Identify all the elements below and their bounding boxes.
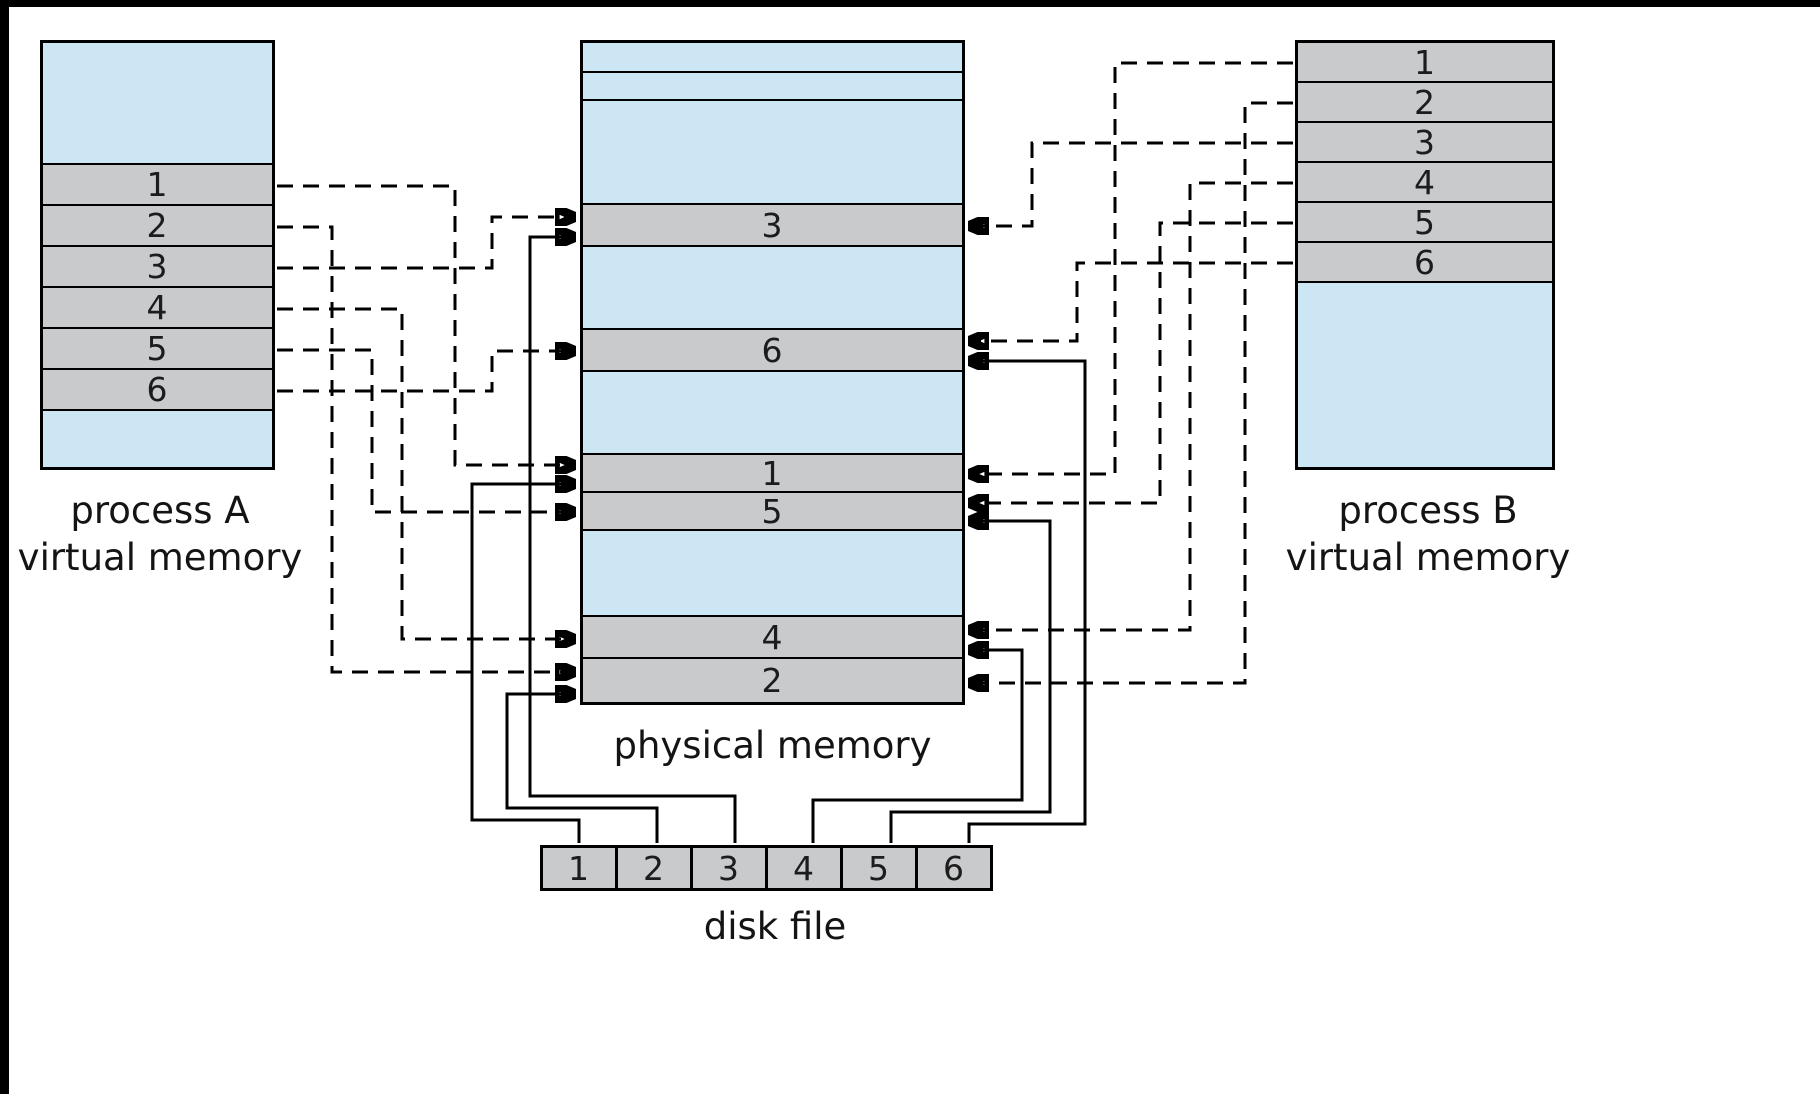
disk-block-3: 3 xyxy=(690,845,768,891)
physical-frame-6: 6 xyxy=(583,330,962,372)
line-disk-block1-to-frame1 xyxy=(470,484,581,843)
physical-frame-4-label: 4 xyxy=(761,617,784,657)
process-a-page-3-label: 3 xyxy=(146,247,169,286)
process-b-free-region xyxy=(1298,283,1552,467)
arrow-processB-page6-to-frame6 xyxy=(970,261,1293,341)
frame-border-left xyxy=(0,0,9,1094)
disk-block-1: 1 xyxy=(540,845,618,891)
process-a-free-region-bottom xyxy=(43,411,272,467)
process-b-page-5-label: 5 xyxy=(1414,202,1436,242)
process-a-memory-box: 1 2 3 4 5 6 xyxy=(40,40,275,470)
process-a-page-3: 3 xyxy=(43,247,272,288)
physical-free-region-3 xyxy=(583,101,962,205)
process-b-page-6: 6 xyxy=(1298,243,1552,283)
process-a-page-4-label: 4 xyxy=(146,288,169,327)
physical-frame-2: 2 xyxy=(583,659,962,702)
process-a-page-6: 6 xyxy=(43,370,272,411)
physical-free-region-1 xyxy=(583,43,962,73)
disk-block-3-label: 3 xyxy=(718,848,740,888)
physical-frame-1: 1 xyxy=(583,453,962,493)
disk-block-4: 4 xyxy=(765,845,843,891)
process-a-page-5: 5 xyxy=(43,329,272,370)
disk-file-caption: disk file xyxy=(610,903,940,950)
process-b-page-3: 3 xyxy=(1298,123,1552,163)
physical-frame-1-label: 1 xyxy=(761,453,784,493)
arrow-processA-page3-to-frame3 xyxy=(277,217,574,270)
process-b-memory-box: 1 2 3 4 5 6 xyxy=(1295,40,1555,470)
process-a-page-6-label: 6 xyxy=(146,370,169,409)
physical-frame-6-label: 6 xyxy=(761,330,784,370)
disk-block-6: 6 xyxy=(915,845,993,891)
disk-block-5-label: 5 xyxy=(868,848,890,888)
process-b-caption-line2: virtual memory xyxy=(1285,536,1571,579)
process-b-page-4: 4 xyxy=(1298,163,1552,203)
process-a-caption: process A virtual memory xyxy=(0,487,325,581)
arrow-processB-page3-to-frame3 xyxy=(970,141,1293,226)
process-b-page-6-label: 6 xyxy=(1414,242,1436,282)
arrow-processB-page5-to-frame5 xyxy=(970,221,1293,503)
arrow-processA-page1-to-frame1 xyxy=(277,184,574,465)
arrow-processB-page4-to-frame4 xyxy=(970,181,1293,630)
physical-frame-4: 4 xyxy=(583,617,962,659)
disk-file-caption-text: disk file xyxy=(703,905,847,948)
process-b-page-3-label: 3 xyxy=(1414,122,1436,162)
process-a-page-5-label: 5 xyxy=(146,329,169,368)
process-a-page-1: 1 xyxy=(43,165,272,206)
physical-frame-5-label: 5 xyxy=(761,491,784,531)
disk-block-1-label: 1 xyxy=(568,848,590,888)
arrow-processB-page1-to-frame1 xyxy=(970,61,1293,474)
physical-free-region-5 xyxy=(583,372,962,455)
process-b-page-2: 2 xyxy=(1298,83,1552,123)
physical-free-region-4 xyxy=(583,247,962,330)
process-a-caption-line1: process A xyxy=(70,489,250,532)
process-b-page-5: 5 xyxy=(1298,203,1552,243)
process-a-page-1-label: 1 xyxy=(146,165,169,204)
process-b-page-1-label: 1 xyxy=(1414,42,1436,82)
physical-frame-2-label: 2 xyxy=(761,661,784,700)
process-b-page-4-label: 4 xyxy=(1414,162,1436,202)
process-b-page-2-label: 2 xyxy=(1414,82,1436,122)
disk-block-2-label: 2 xyxy=(643,848,665,888)
process-b-page-1: 1 xyxy=(1298,43,1552,83)
process-b-caption-line1: process B xyxy=(1338,489,1518,532)
line-disk-block6-to-frame6 xyxy=(967,361,1087,843)
physical-memory-caption: physical memory xyxy=(580,722,965,769)
physical-frame-3: 3 xyxy=(583,205,962,247)
physical-frame-3-label: 3 xyxy=(761,205,784,245)
process-b-caption: process B virtual memory xyxy=(1263,487,1593,581)
process-a-page-2-label: 2 xyxy=(146,206,169,245)
process-a-free-region-top xyxy=(43,43,272,165)
physical-memory-box: 3 6 1 5 4 2 xyxy=(580,40,965,705)
arrow-processA-page6-to-frame6 xyxy=(277,351,574,393)
disk-block-4-label: 4 xyxy=(793,848,815,888)
disk-file-strip: 1 2 3 4 5 6 xyxy=(540,845,993,891)
disk-block-6-label: 6 xyxy=(943,848,965,888)
arrow-processA-page4-to-frame4 xyxy=(277,307,574,639)
physical-frame-5: 5 xyxy=(583,491,962,531)
physical-free-region-2 xyxy=(583,73,962,101)
process-a-page-2: 2 xyxy=(43,206,272,247)
frame-border-top xyxy=(0,0,1820,7)
process-a-caption-line2: virtual memory xyxy=(17,536,303,579)
disk-block-2: 2 xyxy=(615,845,693,891)
disk-block-5: 5 xyxy=(840,845,918,891)
physical-free-region-6 xyxy=(583,531,962,617)
physical-memory-caption-text: physical memory xyxy=(613,724,932,767)
arrow-processA-page2-to-frame2 xyxy=(277,225,574,672)
arrow-processB-page2-to-frame2 xyxy=(970,101,1293,683)
process-a-page-4: 4 xyxy=(43,288,272,329)
